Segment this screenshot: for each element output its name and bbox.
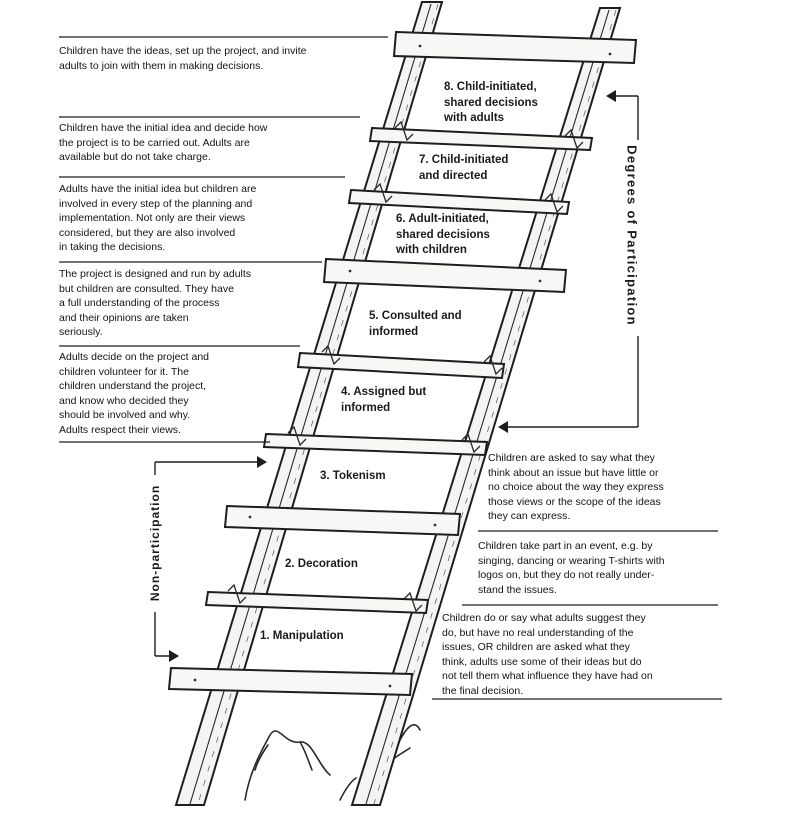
text-line: 7. Child-initiated: [419, 154, 509, 166]
text-line: but children are consulted. They have: [59, 282, 234, 295]
rung-plank-2: [204, 590, 430, 615]
text-line: shared decisions: [396, 228, 490, 241]
rung-plank-4: [296, 351, 506, 380]
rope-lashings: [227, 120, 584, 613]
text-line: adults to join with them in making decis…: [59, 59, 264, 72]
rung-plank-1: [167, 666, 414, 697]
right-separators: [432, 530, 722, 700]
text-line: 2. Decoration: [285, 558, 358, 570]
text-line: logos on, but they do not really under-: [478, 569, 655, 582]
text-line: those views or the scope of the ideas: [488, 495, 661, 508]
text-line: and directed: [419, 169, 488, 182]
text-line: and know who decided they: [59, 394, 189, 407]
text-line: Children are asked to say what they: [488, 452, 655, 464]
rung-label-2: 2. Decoration: [285, 557, 435, 573]
text-line: informed: [341, 401, 391, 414]
text-line: implementation. Not only are their views: [59, 212, 246, 225]
description-rung-4: Adults decide on the project and children…: [59, 350, 369, 438]
description-rung-1: Children do or say what adults suggest t…: [442, 611, 727, 699]
text-line: singing, dancing or wearing T-shirts wit…: [478, 554, 665, 567]
text-line: should be involved and why.: [59, 409, 191, 422]
text-line: considered, but they are also involved: [59, 226, 236, 239]
rung-label-7: 7. Child-initiated and directed: [419, 153, 569, 184]
rung-label-8: 8. Child-initiated, shared decisions with …: [444, 80, 594, 127]
rung-plank-8: [392, 30, 638, 65]
text-line: not tell them what influence they have h…: [442, 670, 653, 683]
text-line: Children take part in an event, e.g. by: [478, 540, 653, 552]
degrees-of-participation-label: Degrees of Participation: [624, 145, 640, 326]
text-line: 4. Assigned but: [341, 386, 427, 398]
text-line: children volunteer for it. The: [59, 365, 189, 378]
rung-plank-5: [322, 257, 568, 294]
text-line: 8. Child-initiated,: [444, 81, 537, 93]
non-participation-label: Non-participation: [148, 484, 162, 602]
rung-label-3: 3. Tokenism: [320, 469, 470, 485]
description-rung-6: Adults have the initial idea but childre…: [59, 182, 369, 255]
rung-label-4: 4. Assigned but informed: [341, 385, 491, 416]
text-line: seriously.: [59, 326, 103, 339]
nonparticipation-bracket: [154, 461, 260, 657]
text-line: with adults: [444, 112, 505, 124]
text-line: issues, OR children are asked what they: [442, 641, 630, 654]
rung-plank-6: [347, 188, 571, 216]
text-line: shared decisions: [444, 96, 538, 109]
text-line: The project is designed and run by adult…: [59, 268, 252, 280]
rung-plank-2b: [223, 504, 462, 537]
text-line: children understand the project,: [59, 380, 207, 393]
text-line: Adults decide on the project and: [59, 351, 210, 363]
text-line: 6. Adult-initiated,: [396, 213, 489, 225]
text-line: 1. Manipulation: [260, 630, 344, 642]
description-rung-5: The project is designed and run by adult…: [59, 267, 369, 340]
description-rung-3: Children are asked to say what they think…: [488, 451, 748, 524]
text-line: stand the issues.: [478, 583, 557, 596]
left-separators: [59, 36, 388, 443]
text-line: involved in every step of the planning a…: [59, 197, 253, 210]
nonparticipation-arrowheads: [169, 456, 267, 662]
wood-grain-dots: [193, 44, 612, 688]
rung-label-6: 6. Adult-initiated, shared decisions with …: [396, 212, 546, 259]
rung-label-5: 5. Consulted and informed: [369, 309, 519, 340]
text-line: 3. Tokenism: [320, 470, 386, 482]
text-line: a full understanding of the process: [59, 297, 220, 310]
text-line: no choice about the way they express: [488, 481, 664, 494]
ladder-rungs: [167, 30, 638, 697]
text-line: Children have the ideas, set up the proj…: [59, 45, 307, 57]
degrees-bracket: [505, 95, 639, 428]
text-line: the project is to be carried out. Adults…: [59, 136, 250, 149]
description-rung-8: Children have the ideas, set up the proj…: [59, 44, 369, 73]
text-line: Adults respect their views.: [59, 423, 181, 436]
text-line: Adults have the initial idea but childre…: [59, 183, 257, 195]
text-line: the final decision.: [442, 684, 524, 697]
text-line: in taking the decisions.: [59, 241, 166, 254]
text-line: informed: [369, 325, 419, 338]
text-line: think, adults use some of their ideas bu…: [442, 655, 642, 668]
text-line: think about an issue but have little or: [488, 466, 659, 479]
rung-plank-7: [368, 126, 594, 152]
text-line: with children: [396, 244, 467, 256]
rung-plank-3: [262, 432, 489, 457]
text-line: available but do not take charge.: [59, 151, 211, 164]
rung-label-1: 1. Manipulation: [260, 629, 410, 645]
description-rung-7: Children have the initial idea and decid…: [59, 121, 369, 165]
text-line: 5. Consulted and: [369, 310, 462, 322]
text-line: they can express.: [488, 510, 571, 523]
degrees-arrowheads: [498, 90, 616, 433]
text-line: Children do or say what adults suggest t…: [442, 612, 646, 624]
text-line: and their opinions are taken: [59, 311, 189, 324]
description-rung-2: Children take part in an event, e.g. by s…: [478, 539, 738, 597]
text-line: do, but have no real understanding of th…: [442, 626, 634, 639]
text-line: Children have the initial idea and decid…: [59, 122, 268, 134]
